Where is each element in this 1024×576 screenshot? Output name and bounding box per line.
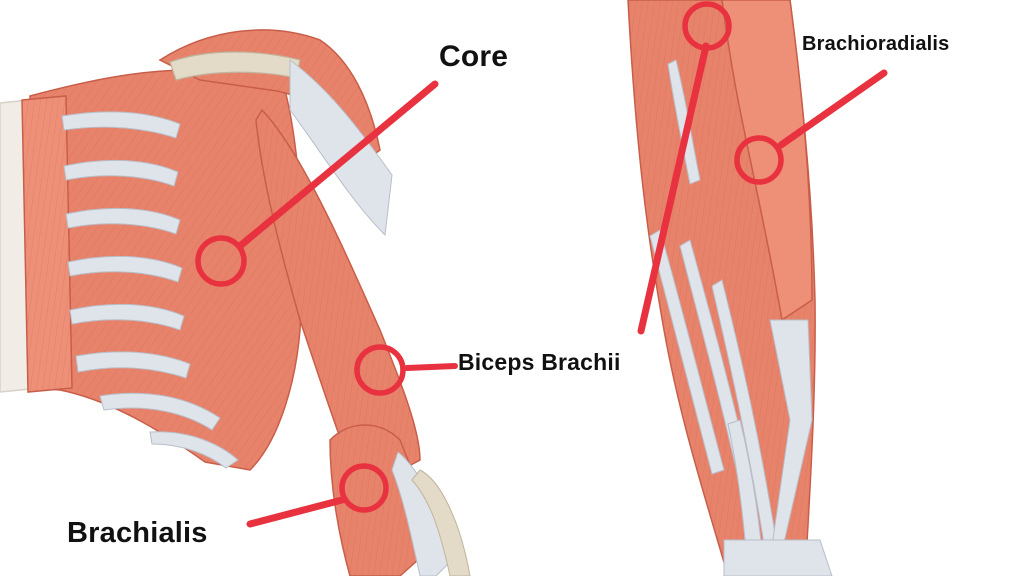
biceps-leader-line (404, 363, 458, 371)
core-marker (195, 235, 247, 287)
forearm-marker (682, 1, 732, 51)
label-brachialis: Brachialis (67, 517, 208, 549)
brachioradialis-marker (734, 135, 784, 185)
core-leader-line (236, 80, 439, 250)
forearm (627, 0, 833, 576)
rib-tendons (61, 111, 239, 469)
brachialis-marker (339, 463, 389, 513)
label-biceps-brachii: Biceps Brachii (458, 349, 621, 375)
wrist-bones (723, 539, 833, 576)
label-core: Core (439, 40, 509, 73)
label-brachioradialis: Brachioradialis (802, 33, 950, 55)
forearm-brachioradialis (721, 0, 813, 322)
biceps-marker (354, 344, 406, 396)
forearm-leader-line (637, 42, 710, 335)
brachioradialis-leader-line (777, 69, 888, 149)
elbow-bone (411, 469, 471, 576)
shoulder-tendon (289, 58, 393, 237)
brachialis-leader-line (246, 496, 346, 528)
markers (195, 1, 888, 528)
forearm-tendons (649, 59, 813, 576)
